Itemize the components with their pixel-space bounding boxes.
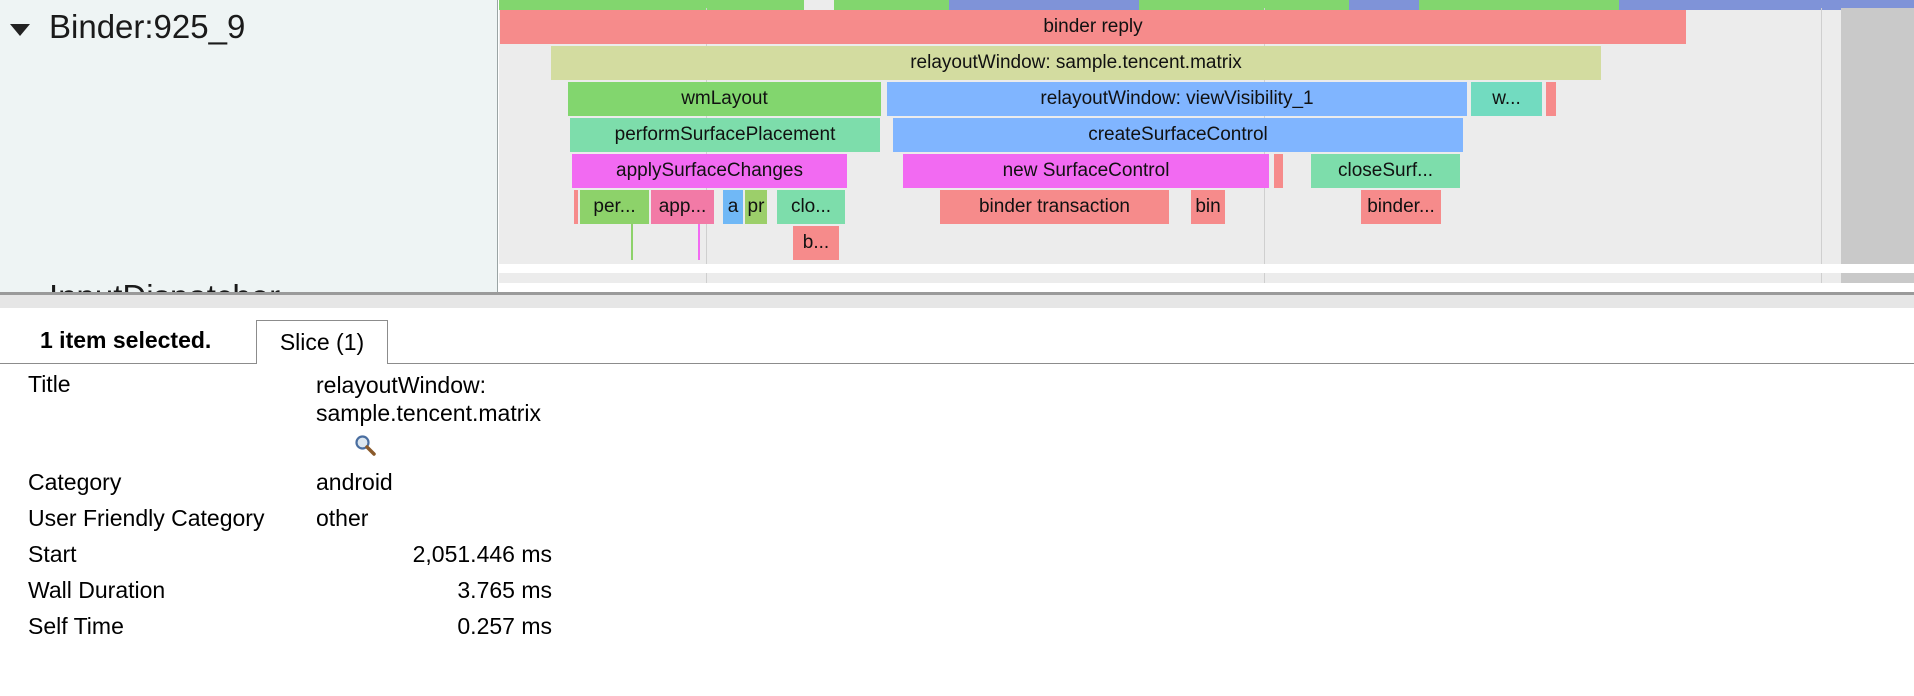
slice-a[interactable]: a <box>723 190 743 224</box>
selection-count-label: 1 item selected. <box>40 327 212 353</box>
track-name[interactable]: Binder:925_9 <box>49 8 246 45</box>
slice-binder-transaction[interactable]: binder transaction <box>940 190 1169 224</box>
slice-binder-reply[interactable]: binder reply <box>500 10 1686 44</box>
slice-apply-surface-changes[interactable]: applySurfaceChanges <box>572 154 847 188</box>
grid-line <box>1821 8 1822 292</box>
slice-b[interactable]: b... <box>793 226 839 260</box>
slice-create-surface-control[interactable]: createSurfaceControl <box>893 118 1463 152</box>
analysis-tab-bar: 1 item selected. Slice (1) <box>0 308 1914 366</box>
magnifier-icon[interactable] <box>354 434 376 456</box>
timeline-view[interactable]: Binder:925_9 InputDispatcher binder repl… <box>0 0 1914 292</box>
detail-value: android <box>316 469 393 495</box>
top-strip-segment <box>499 0 804 10</box>
tiny-slice-marker <box>631 224 633 260</box>
detail-key: Self Time <box>28 613 124 639</box>
out-of-range-shade <box>1841 8 1914 292</box>
slice-per[interactable]: per... <box>580 190 649 224</box>
top-strip-segment <box>1619 0 1914 10</box>
expand-triangle-icon[interactable] <box>10 24 30 36</box>
top-strip-segment <box>1139 0 1219 10</box>
next-track-name[interactable]: InputDispatcher <box>49 278 280 292</box>
top-strip-segment <box>949 0 1139 10</box>
top-strip-segment <box>1419 0 1619 10</box>
slice-app[interactable]: app... <box>651 190 714 224</box>
slice-pr[interactable]: pr <box>745 190 767 224</box>
detail-key: Title <box>28 371 71 397</box>
detail-value: 2,051.446 ms <box>412 541 552 567</box>
top-strip-segment <box>834 0 949 10</box>
slice-small[interactable] <box>574 190 578 224</box>
detail-key: User Friendly Category <box>28 505 265 531</box>
slice-small[interactable] <box>1274 154 1283 188</box>
slice-details-table: Title relayoutWindow: sample.tencent.mat… <box>0 364 1914 696</box>
slice-wm-layout[interactable]: wmLayout <box>568 82 881 116</box>
slice-bin[interactable]: bin <box>1191 190 1225 224</box>
tiny-slice-marker <box>698 224 700 260</box>
detail-key: Wall Duration <box>28 577 166 603</box>
detail-value: 3.765 ms <box>457 577 552 603</box>
slice-relayout-window[interactable]: relayoutWindow: sample.tencent.matrix <box>551 46 1601 80</box>
detail-value: other <box>316 505 369 531</box>
detail-title-value: relayoutWindow: sample.tencent.matrix <box>316 372 541 426</box>
tab-slice[interactable]: Slice (1) <box>256 320 388 366</box>
slice-close-surf[interactable]: closeSurf... <box>1311 154 1460 188</box>
track-header: Binder:925_9 InputDispatcher <box>0 0 498 292</box>
top-strip-segment <box>1219 0 1349 10</box>
track-separator <box>499 264 1914 273</box>
panel-resize-handle[interactable] <box>0 292 1914 308</box>
slice-new-surface-control[interactable]: new SurfaceControl <box>903 154 1269 188</box>
slice-w[interactable]: w... <box>1471 82 1542 116</box>
top-strip-segment <box>1349 0 1419 10</box>
slice-perform-surface-placement[interactable]: performSurfacePlacement <box>570 118 880 152</box>
slice-small[interactable] <box>1546 82 1556 116</box>
slice-lane[interactable]: binder reply relayoutWindow: sample.tenc… <box>499 0 1914 292</box>
slice-clo[interactable]: clo... <box>777 190 845 224</box>
detail-key: Category <box>28 469 122 495</box>
track-separator <box>499 283 1914 292</box>
detail-key: Start <box>28 541 77 567</box>
slice-binder[interactable]: binder... <box>1361 190 1441 224</box>
slice-relayout-window-view-visibility[interactable]: relayoutWindow: viewVisibility_1 <box>887 82 1467 116</box>
detail-value: 0.257 ms <box>457 613 552 639</box>
